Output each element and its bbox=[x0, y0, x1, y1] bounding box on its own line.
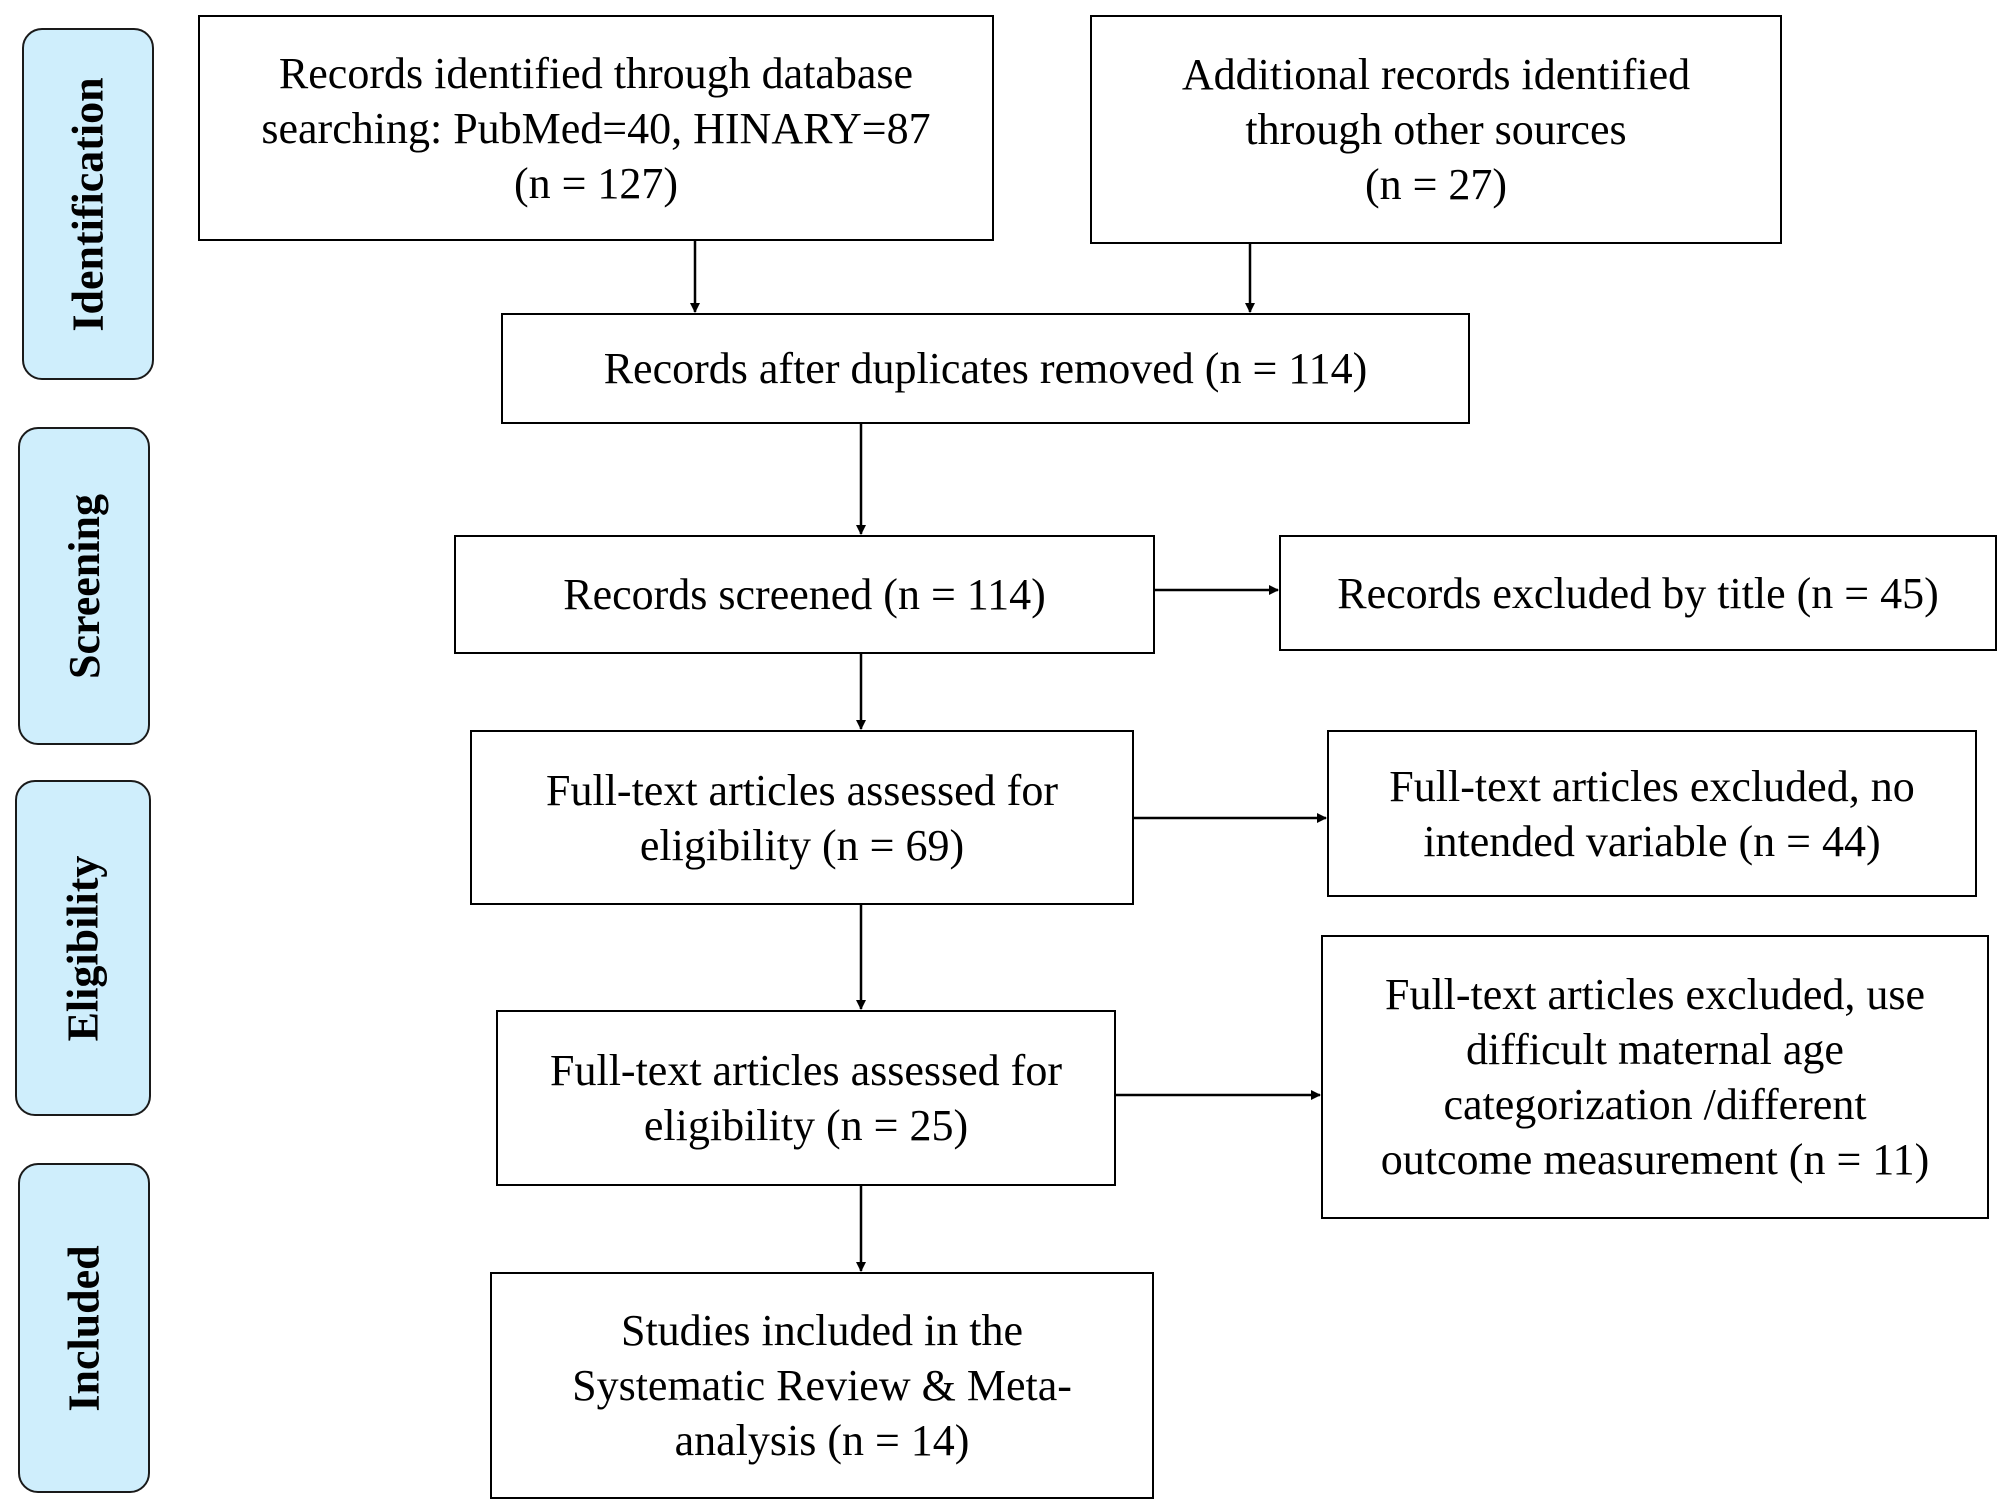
excluded-age-outcome-box: Full-text articles excluded, use difficu… bbox=[1321, 935, 1989, 1219]
excluded-no-variable-text: Full-text articles excluded, no intended… bbox=[1389, 761, 1915, 866]
included-box: Studies included in the Systematic Revie… bbox=[490, 1272, 1154, 1499]
fulltext-assessed-2-text: Full-text articles assessed for eligibil… bbox=[550, 1046, 1062, 1150]
database-search-text: Records identified through database sear… bbox=[261, 48, 931, 208]
stage-eligibility: Eligibility bbox=[15, 780, 151, 1116]
stage-screening: Screening bbox=[18, 427, 150, 745]
stage-identification: Identification bbox=[22, 28, 154, 380]
fulltext-assessed-1-text: Full-text articles assessed for eligibil… bbox=[546, 765, 1058, 870]
excluded-title-box: Records excluded by title (n = 45) bbox=[1279, 535, 1997, 651]
fulltext-assessed-2-box: Full-text articles assessed for eligibil… bbox=[496, 1010, 1116, 1186]
duplicates-removed-text: Records after duplicates removed (n = 11… bbox=[603, 344, 1368, 393]
fulltext-assessed-1-box: Full-text articles assessed for eligibil… bbox=[470, 730, 1134, 905]
included-text: Studies included in the Systematic Revie… bbox=[572, 1306, 1072, 1465]
excluded-no-variable-box: Full-text articles excluded, no intended… bbox=[1327, 730, 1977, 897]
database-search-box: Records identified through database sear… bbox=[198, 15, 994, 241]
other-sources-text: Additional records identified through ot… bbox=[1181, 50, 1691, 209]
excluded-title-text: Records excluded by title (n = 45) bbox=[1337, 568, 1939, 618]
duplicates-removed-box: Records after duplicates removed (n = 11… bbox=[501, 313, 1470, 424]
screened-box: Records screened (n = 114) bbox=[454, 535, 1155, 654]
screened-text: Records screened (n = 114) bbox=[563, 570, 1046, 619]
other-sources-box: Additional records identified through ot… bbox=[1090, 15, 1782, 244]
stage-included: Included bbox=[18, 1163, 150, 1493]
excluded-age-outcome-text: Full-text articles excluded, use difficu… bbox=[1380, 970, 1930, 1184]
